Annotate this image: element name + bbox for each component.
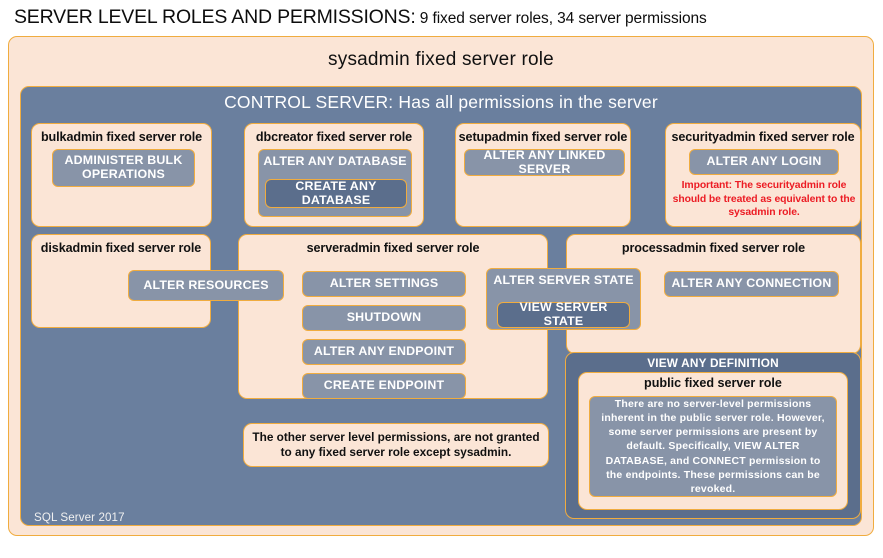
permission-alter-any-endpoint: ALTER ANY ENDPOINT — [302, 339, 466, 365]
permission-alter-any-connection: ALTER ANY CONNECTION — [664, 271, 839, 297]
public-role-note: There are no server-level permissions in… — [589, 396, 837, 497]
page-title-main: SERVER LEVEL ROLES AND PERMISSIONS: — [14, 6, 416, 28]
permission-alter-any-linked-server: ALTER ANY LINKED SERVER — [464, 148, 625, 176]
permission-alter-settings: ALTER SETTINGS — [302, 271, 466, 297]
control-server-label: CONTROL SERVER: Has all permissions in t… — [224, 91, 658, 112]
serveradmin-role-label: serveradmin fixed server role — [306, 241, 480, 255]
permission-view-server-state: VIEW SERVER STATE — [497, 300, 630, 328]
other-permissions-note: The other server level permissions, are … — [243, 423, 549, 467]
diskadmin-role-label: diskadmin fixed server role — [40, 241, 202, 255]
permission-alter-resources: ALTER RESOURCES — [128, 270, 284, 301]
dbcreator-role-box: dbcreator fixed server role ALTER ANY DA… — [244, 123, 424, 227]
page-title-sub: 9 fixed server roles, 34 server permissi… — [415, 10, 707, 27]
public-role-label: public fixed server role — [644, 376, 782, 390]
securityadmin-role-label: securityadmin fixed server role — [671, 130, 855, 144]
bulkadmin-role-box: bulkadmin fixed server role ADMINISTER B… — [31, 123, 212, 227]
permission-create-any-database: CREATE ANY DATABASE — [265, 179, 407, 208]
permission-view-any-definition: VIEW ANY DEFINITION — [647, 356, 779, 370]
permission-alter-any-login: ALTER ANY LOGIN — [689, 149, 839, 175]
securityadmin-role-box: securityadmin fixed server role ALTER AN… — [665, 123, 861, 227]
securityadmin-warning-note: Important: The securityadmin role should… — [672, 180, 856, 219]
processadmin-role-label: processadmin fixed server role — [621, 241, 806, 255]
page-title: SERVER LEVEL ROLES AND PERMISSIONS: 9 fi… — [14, 6, 874, 34]
sysadmin-role-label: sysadmin fixed server role — [328, 49, 554, 70]
setupadmin-role-label: setupadmin fixed server role — [458, 130, 628, 144]
footer-version-label: SQL Server 2017 — [34, 511, 125, 524]
bulkadmin-role-label: bulkadmin fixed server role — [40, 130, 203, 144]
dbcreator-role-label: dbcreator fixed server role — [255, 130, 413, 144]
permission-administer-bulk-operations: ADMINISTER BULK OPERATIONS — [52, 149, 195, 187]
permission-shutdown: SHUTDOWN — [302, 305, 466, 331]
setupadmin-role-box: setupadmin fixed server role ALTER ANY L… — [455, 123, 631, 227]
diskadmin-role-box: diskadmin fixed server role — [31, 234, 211, 328]
permission-create-endpoint: CREATE ENDPOINT — [302, 373, 466, 399]
